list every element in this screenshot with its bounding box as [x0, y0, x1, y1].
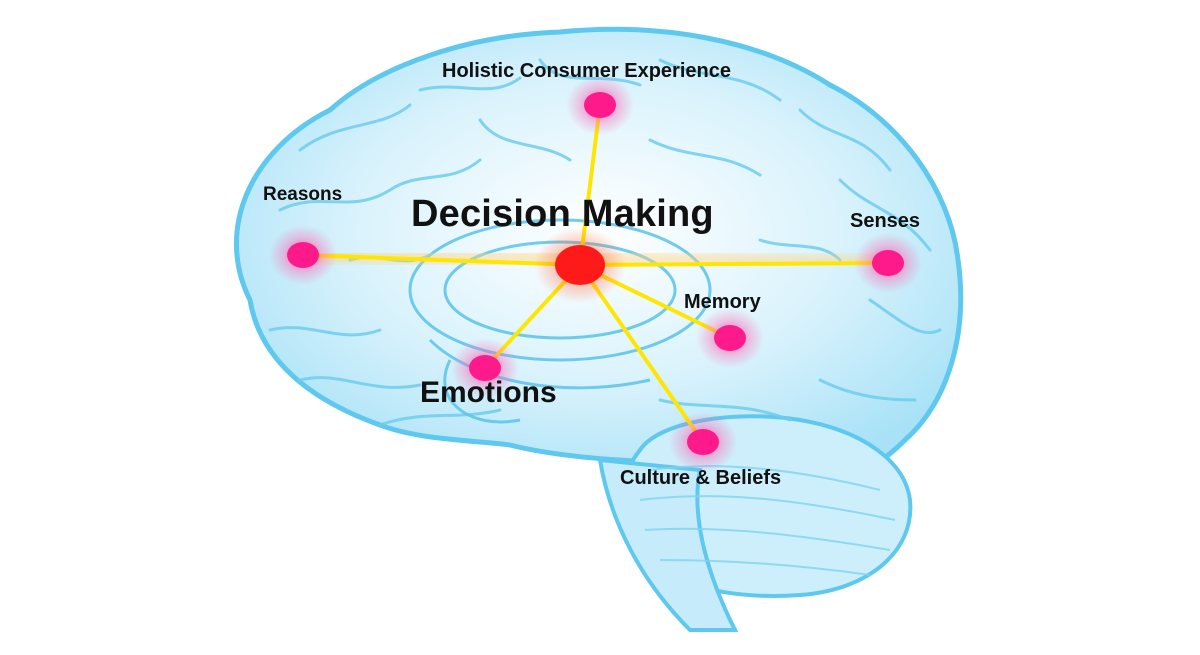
label-memory: Memory	[684, 291, 761, 313]
connector-senses	[578, 261, 890, 267]
label-senses: Senses	[850, 210, 921, 232]
node-dot-senses	[872, 250, 904, 276]
label-emotions: Emotions	[420, 376, 557, 409]
node-markers	[269, 75, 922, 472]
label-reasons: Reasons	[263, 184, 343, 205]
node-dot-reasons	[287, 242, 319, 268]
brain-stem-shape	[597, 457, 739, 632]
node-dot-memory	[714, 325, 746, 351]
cerebellum-texture	[639, 465, 896, 576]
label-culture-beliefs: Culture & Beliefs	[620, 467, 782, 489]
label-holistic-consumer-experience: Holistic Consumer Experience	[442, 60, 731, 82]
node-dot-emotions	[469, 355, 501, 381]
node-dot-culture	[687, 429, 719, 455]
node-dot-holistic	[584, 92, 616, 118]
label-decision-making: Decision Making	[411, 193, 714, 235]
center-node-dot	[555, 245, 605, 285]
connector-reasons	[301, 253, 582, 267]
